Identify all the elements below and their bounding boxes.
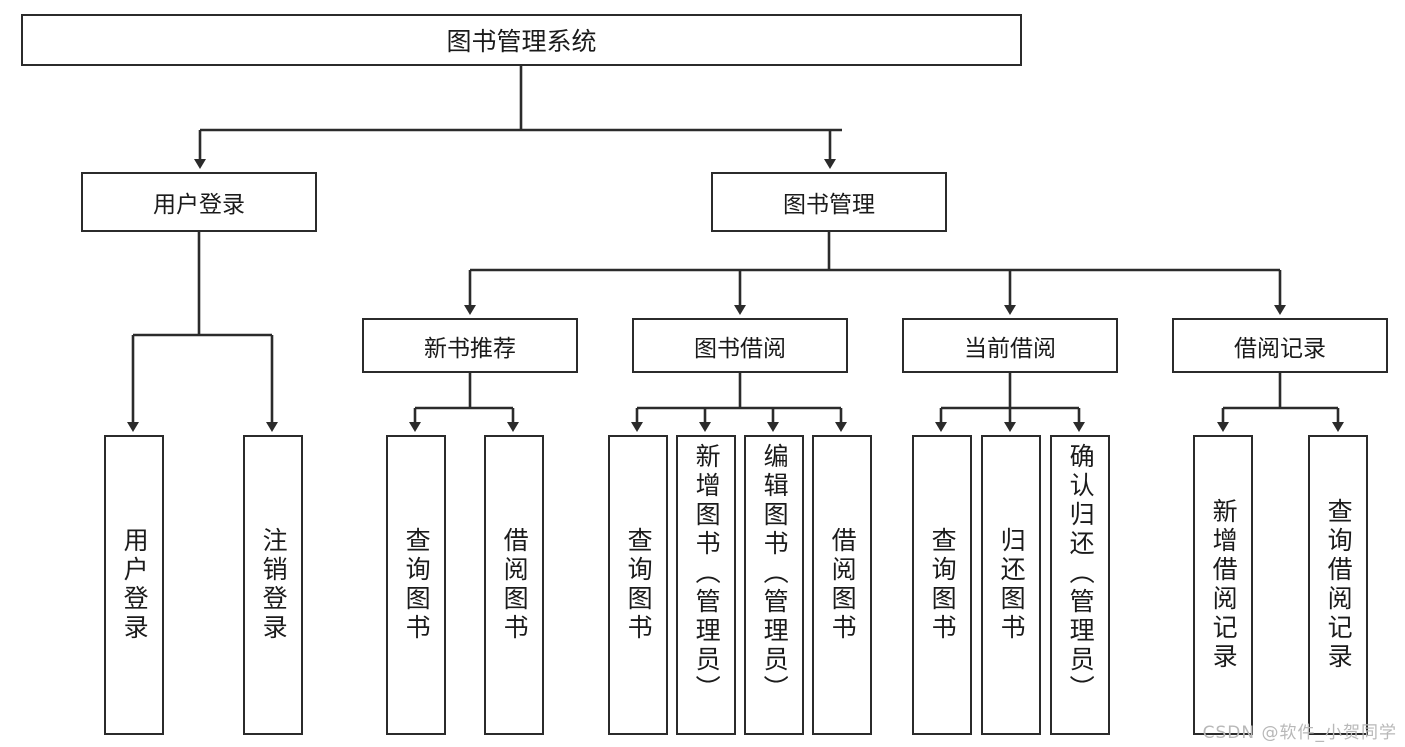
node-user-login[interactable]: 用户登录 (81, 172, 317, 232)
leaf-add-borrow-record-label: 新增借阅记录 (1209, 498, 1239, 672)
node-root-label: 图书管理系统 (446, 27, 597, 56)
leaf-logout-label: 注销登录 (259, 527, 289, 643)
leaf-borrow-book-1-label: 借阅图书 (500, 527, 530, 643)
leaf-return-book-label: 归还图书 (997, 527, 1027, 643)
node-borrow-record-label: 借阅记录 (1234, 335, 1326, 362)
leaf-return-book[interactable]: 归还图书 (981, 435, 1041, 735)
leaf-query-book-3-label: 查询图书 (928, 527, 958, 643)
leaf-query-book-2[interactable]: 查询图书 (608, 435, 668, 735)
leaf-borrow-book-1[interactable]: 借阅图书 (484, 435, 544, 735)
node-book-borrow-label: 图书借阅 (694, 335, 786, 362)
node-new-book-recommend[interactable]: 新书推荐 (362, 318, 578, 373)
csdn-watermark: CSDN @软件_小贺同学 (1202, 723, 1397, 743)
node-current-borrow-label: 当前借阅 (964, 335, 1056, 362)
leaf-user-login[interactable]: 用户登录 (104, 435, 164, 735)
leaf-logout[interactable]: 注销登录 (243, 435, 303, 735)
node-book-management-label: 图书管理 (783, 192, 875, 218)
node-root-system[interactable]: 图书管理系统 (21, 14, 1022, 66)
leaf-query-book-1-label: 查询图书 (402, 527, 432, 643)
leaf-query-book-3[interactable]: 查询图书 (912, 435, 972, 735)
leaf-edit-book-admin[interactable]: 编辑图书（管理员） (744, 435, 804, 735)
leaf-borrow-book-2[interactable]: 借阅图书 (812, 435, 872, 735)
leaf-query-book-2-label: 查询图书 (624, 527, 654, 643)
leaf-add-book-admin-label: 新增图书（管理员） (692, 443, 722, 704)
node-user-login-label: 用户登录 (153, 192, 245, 218)
node-current-borrow[interactable]: 当前借阅 (902, 318, 1118, 373)
node-book-management[interactable]: 图书管理 (711, 172, 947, 232)
leaf-confirm-return-admin[interactable]: 确认归还（管理员） (1050, 435, 1110, 735)
leaf-add-book-admin[interactable]: 新增图书（管理员） (676, 435, 736, 735)
leaf-edit-book-admin-label: 编辑图书（管理员） (760, 443, 790, 704)
node-borrow-record[interactable]: 借阅记录 (1172, 318, 1388, 373)
leaf-add-borrow-record[interactable]: 新增借阅记录 (1193, 435, 1253, 735)
leaf-user-login-label: 用户登录 (120, 527, 150, 643)
leaf-confirm-return-admin-label: 确认归还（管理员） (1066, 443, 1096, 704)
leaf-query-borrow-record-label: 查询借阅记录 (1324, 498, 1354, 672)
node-book-borrow[interactable]: 图书借阅 (632, 318, 848, 373)
leaf-borrow-book-2-label: 借阅图书 (828, 527, 858, 643)
leaf-query-borrow-record[interactable]: 查询借阅记录 (1308, 435, 1368, 735)
node-new-book-recommend-label: 新书推荐 (424, 335, 516, 362)
leaf-query-book-1[interactable]: 查询图书 (386, 435, 446, 735)
